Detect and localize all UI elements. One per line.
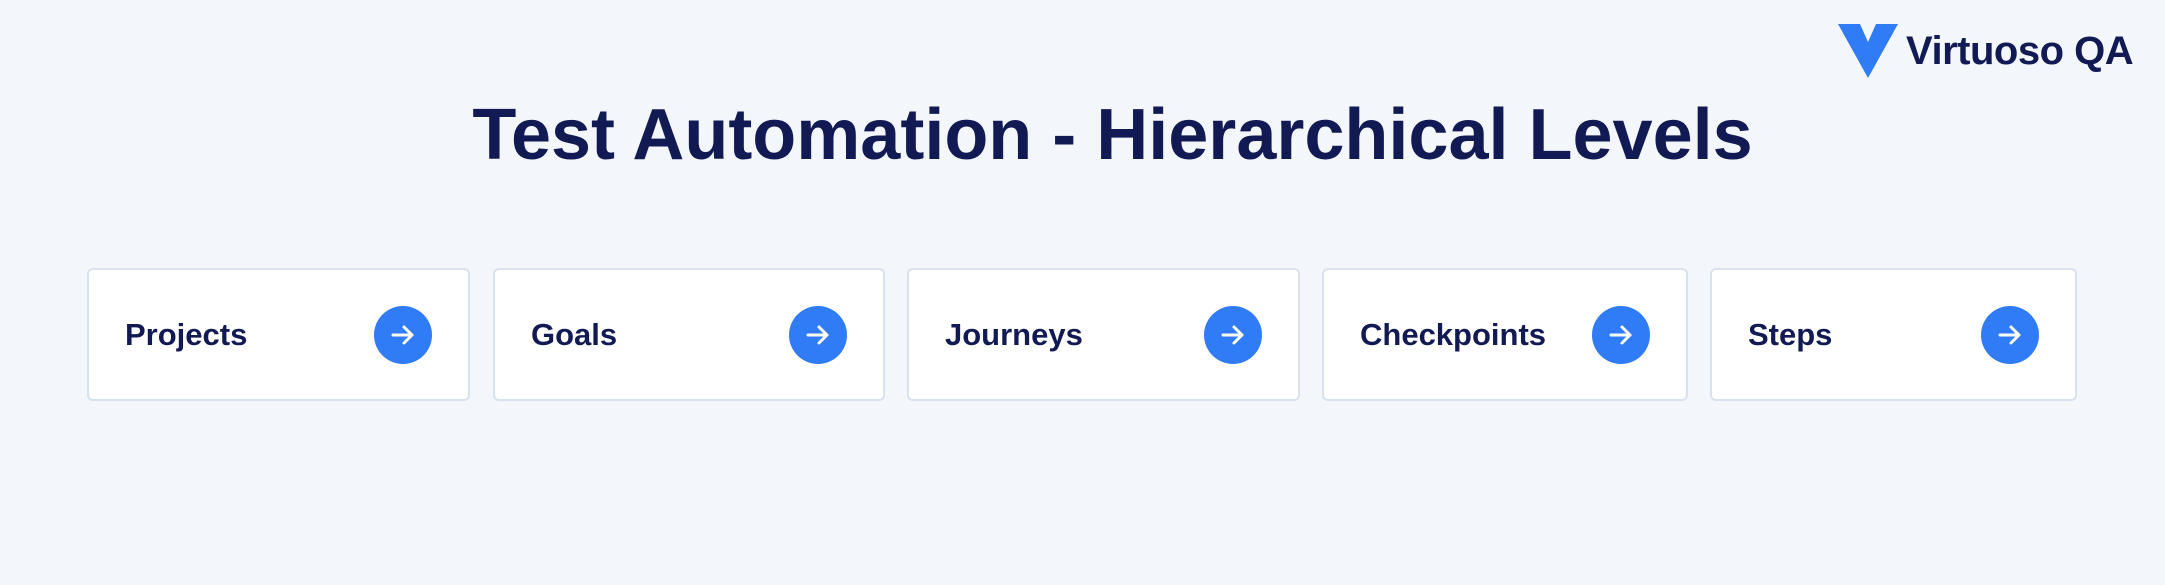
page-title: Test Automation - Hierarchical Levels [472, 95, 1753, 175]
arrow-right-button[interactable] [1592, 305, 1650, 364]
arrow-right-icon [1221, 325, 1244, 344]
arrow-right-icon [806, 325, 829, 344]
level-label-projects: Projects [125, 316, 248, 352]
arrow-right-button[interactable] [1981, 305, 2039, 364]
arrow-right-button[interactable] [1204, 305, 1262, 364]
brand-logo: Virtuoso QA [1838, 24, 2134, 78]
virtuoso-logo-icon [1838, 24, 1898, 78]
level-card-journeys: Journeys [907, 268, 1300, 401]
arrow-right-icon [1609, 325, 1632, 344]
level-card-projects: Projects [87, 268, 470, 401]
level-label-goals: Goals [531, 316, 618, 352]
level-card-checkpoints: Checkpoints [1322, 268, 1688, 401]
arrow-right-button[interactable] [789, 305, 847, 364]
arrow-right-button[interactable] [374, 305, 432, 364]
brand-name: Virtuoso QA [1906, 29, 2134, 73]
level-label-journeys: Journeys [945, 316, 1083, 352]
level-card-steps: Steps [1710, 268, 2077, 401]
level-label-checkpoints: Checkpoints [1360, 316, 1547, 352]
arrow-right-icon [391, 325, 414, 344]
arrow-right-icon [1998, 325, 2021, 344]
level-card-goals: Goals [493, 268, 885, 401]
level-label-steps: Steps [1748, 316, 1833, 352]
